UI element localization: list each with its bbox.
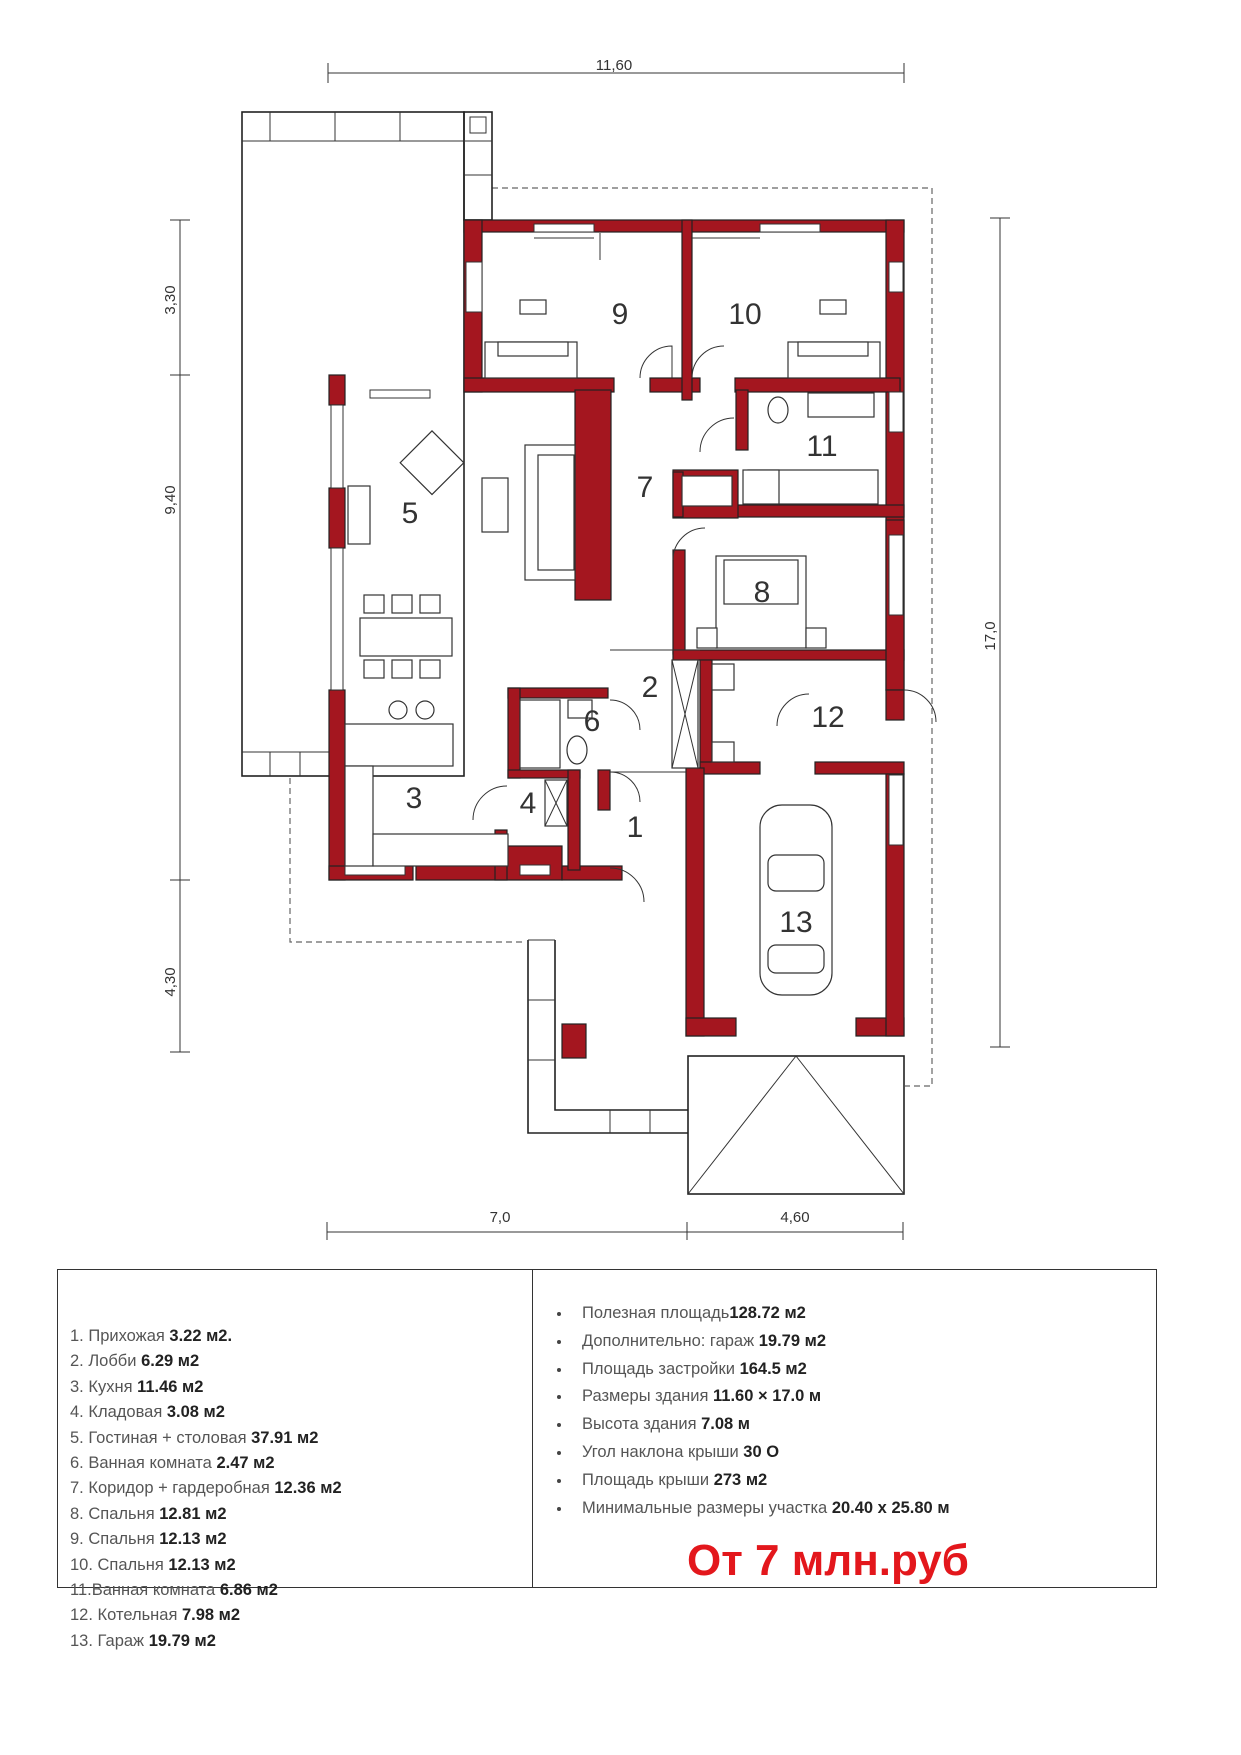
room-entry: 7. Коридор + гардеробная 12.36 м2	[70, 1479, 342, 1498]
spec-item: Площадь крыши 273 м2	[572, 1467, 1156, 1495]
spec-item: Размеры здания 11.60 × 17.0 м	[572, 1383, 1156, 1411]
room-number: 8	[754, 576, 771, 609]
interior	[344, 233, 937, 996]
room-number: 10	[728, 298, 761, 331]
info-table: 1. Прихожая 3.22 м2. 2. Лобби 6.29 м2 3.…	[57, 1269, 1157, 1650]
room-number: 11	[806, 430, 837, 463]
spec-item: Площадь застройки 164.5 м2	[572, 1356, 1156, 1384]
dim-top: 11,60	[596, 57, 632, 74]
room-number: 9	[612, 298, 629, 331]
spec-item: Полезная площадь128.72 м2	[572, 1300, 1156, 1328]
floor-plan: 11,60 3,30 9,40 4,30 17,0 7,0 4,60	[162, 57, 1010, 1240]
dimension-lines	[170, 63, 1010, 1240]
room-entry: 5. Гостиная + столовая 37.91 м2	[70, 1428, 319, 1447]
roof-outline	[241, 111, 933, 1195]
dim-left-middle: 9,40	[162, 485, 179, 514]
spec-item: Минимальные размеры участка 20.40 x 25.8…	[572, 1495, 1156, 1523]
dim-right: 17,0	[982, 621, 999, 650]
room-entry: 1. Прихожая 3.22 м2.	[70, 1327, 233, 1345]
room-number: 13	[779, 906, 812, 939]
dim-bottom-left: 7,0	[490, 1209, 511, 1226]
room-number: 3	[406, 782, 423, 815]
room-number: 6	[584, 705, 601, 738]
windows	[330, 223, 904, 876]
room-entry: 4. Кладовая 3.08 м2	[70, 1403, 225, 1422]
room-number: 12	[811, 701, 844, 734]
room-number: 2	[642, 671, 659, 704]
room-number: 7	[637, 471, 654, 504]
dim-left-bottom: 4,30	[162, 967, 179, 996]
room-entry: 3. Кухня 11.46 м2	[70, 1377, 204, 1396]
room-number: 1	[627, 811, 644, 844]
room-number: 5	[402, 497, 419, 530]
dim-bottom-right: 4,60	[780, 1209, 809, 1226]
room-entry: 12. Котельная 7.98 м2	[70, 1606, 241, 1625]
spec-item: Угол наклона крыши 30 О	[572, 1439, 1156, 1467]
spec-item: Дополнительно: гараж 19.79 м2	[572, 1328, 1156, 1356]
room-number: 4	[520, 787, 537, 820]
room-entry: 13. Гараж 19.79 м2	[70, 1631, 216, 1650]
room-entry: 6. Ванная комната 2.47 м2	[70, 1454, 275, 1473]
room-entry: 9. Спальня 12.13 м2	[70, 1530, 227, 1549]
specs-list: Полезная площадь128.72 м2 Дополнительно:…	[545, 1300, 1156, 1522]
rooms-list: 1. Прихожая 3.22 м2. 2. Лобби 6.29 м2 3.…	[58, 1270, 533, 1650]
price-label: От 7 млн.руб	[687, 1536, 969, 1586]
room-entry: 8. Спальня 12.81 м2	[70, 1504, 227, 1523]
room-entry: 2. Лобби 6.29 м2	[70, 1352, 200, 1371]
specs-column: Полезная площадь128.72 м2 Дополнительно:…	[533, 1270, 1156, 1587]
room-entry: 10. Спальня 12.13 м2	[70, 1555, 236, 1574]
dim-left-top: 3,30	[162, 285, 179, 314]
spec-item: Высота здания 7.08 м	[572, 1411, 1156, 1439]
room-entry: 11.Ванная комната 6.86 м2	[70, 1581, 278, 1600]
